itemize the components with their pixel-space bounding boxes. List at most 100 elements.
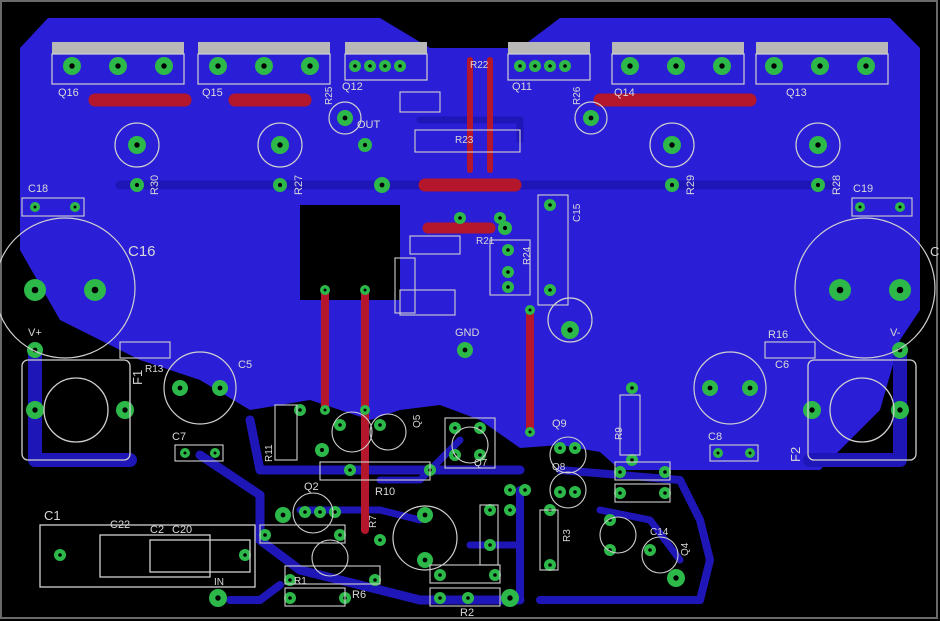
label-q4: Q4 xyxy=(680,542,691,556)
label-r21: R21 xyxy=(476,236,495,247)
label-vplus: V+ xyxy=(28,327,42,339)
label-gnd: GND xyxy=(455,327,480,339)
label-r27: R27 xyxy=(293,175,305,195)
drill-hole xyxy=(333,510,337,514)
label-r10: R10 xyxy=(375,486,395,498)
drill-hole xyxy=(815,142,821,148)
drill-hole xyxy=(458,216,462,220)
drill-hole xyxy=(323,288,327,292)
power-transistors xyxy=(51,53,889,85)
drill-hole xyxy=(719,63,725,69)
top-copper-traces xyxy=(88,57,757,534)
drill-hole xyxy=(669,142,675,148)
drill-hole xyxy=(488,543,492,547)
drill-hole xyxy=(438,596,442,600)
label-r7: R7 xyxy=(368,515,379,528)
drill-hole xyxy=(277,142,283,148)
drill-hole xyxy=(338,533,342,537)
label-c7: C7 xyxy=(172,431,186,443)
drill-hole xyxy=(488,508,492,512)
label-c14: C14 xyxy=(650,527,669,538)
drill-hole xyxy=(122,407,128,413)
label-in: IN xyxy=(214,577,224,588)
drill-hole xyxy=(498,216,502,220)
drill-hole xyxy=(307,63,313,69)
drill-hole xyxy=(243,553,247,557)
label-r26: R26 xyxy=(572,86,583,105)
drill-hole xyxy=(809,407,815,413)
label-r1: R1 xyxy=(294,576,307,587)
drill-hole xyxy=(298,408,302,412)
drill-hole xyxy=(161,63,167,69)
label-r3: R3 xyxy=(562,529,573,542)
drill-hole xyxy=(897,347,903,353)
drill-hole xyxy=(528,308,532,312)
drill-hole xyxy=(669,182,675,188)
drill-hole xyxy=(898,205,902,209)
drill-hole xyxy=(716,451,720,455)
drill-hole xyxy=(863,63,869,69)
drill-hole xyxy=(502,225,508,231)
drill-hole xyxy=(548,64,552,68)
label-q13: Q13 xyxy=(786,87,807,99)
drill-hole xyxy=(548,203,552,207)
drill-hole xyxy=(663,491,667,495)
drill-hole xyxy=(32,407,38,413)
drill-hole xyxy=(558,490,562,494)
drill-hole xyxy=(280,512,286,518)
label-c1: C1 xyxy=(44,508,61,523)
drill-hole xyxy=(523,488,527,492)
label-q15: Q15 xyxy=(202,87,223,99)
drill-hole xyxy=(673,575,679,581)
drill-hole xyxy=(506,270,510,274)
drill-hole xyxy=(342,115,348,121)
label-r30: R30 xyxy=(149,175,161,195)
drill-hole xyxy=(627,63,633,69)
label-f2: F2 xyxy=(788,447,803,462)
label-c16: C16 xyxy=(128,243,156,260)
drill-hole xyxy=(134,142,140,148)
label-r9: R9 xyxy=(614,427,625,440)
terminal-blocks xyxy=(21,359,917,588)
drill-hole xyxy=(319,447,325,453)
drill-hole xyxy=(378,423,382,427)
drill-hole xyxy=(588,115,594,121)
component-pads xyxy=(24,57,911,607)
label-r2: R2 xyxy=(460,607,474,619)
drill-hole xyxy=(573,446,577,450)
drill-hole xyxy=(69,63,75,69)
drill-hole xyxy=(318,510,322,514)
drill-hole xyxy=(493,573,497,577)
drill-hole xyxy=(548,563,552,567)
drill-hole xyxy=(663,470,667,474)
drill-hole xyxy=(134,182,140,188)
drill-hole xyxy=(815,182,821,188)
label-r11: R11 xyxy=(264,444,275,462)
drill-hole xyxy=(261,63,267,69)
drill-hole xyxy=(618,470,622,474)
label-f1: F1 xyxy=(130,370,145,385)
drill-hole xyxy=(303,510,307,514)
label-q9: Q9 xyxy=(552,418,567,430)
drill-hole xyxy=(33,205,37,209)
drill-hole xyxy=(453,426,457,430)
label-r24: R24 xyxy=(522,246,533,265)
heatsink-strips xyxy=(52,42,888,54)
label-q11: Q11 xyxy=(512,81,532,93)
label-c22: C22 xyxy=(110,519,130,531)
label-q16: Q16 xyxy=(58,87,79,99)
drill-hole xyxy=(58,553,62,557)
drill-hole xyxy=(630,386,634,390)
drill-hole xyxy=(363,288,367,292)
label-q7: Q7 xyxy=(474,458,488,469)
drill-hole xyxy=(91,286,99,294)
drill-hole xyxy=(31,286,39,294)
drill-hole xyxy=(288,596,292,600)
drill-hole xyxy=(368,64,372,68)
drill-hole xyxy=(462,347,468,353)
drill-hole xyxy=(648,548,652,552)
label-r6: R6 xyxy=(352,589,366,601)
drill-hole xyxy=(183,451,187,455)
